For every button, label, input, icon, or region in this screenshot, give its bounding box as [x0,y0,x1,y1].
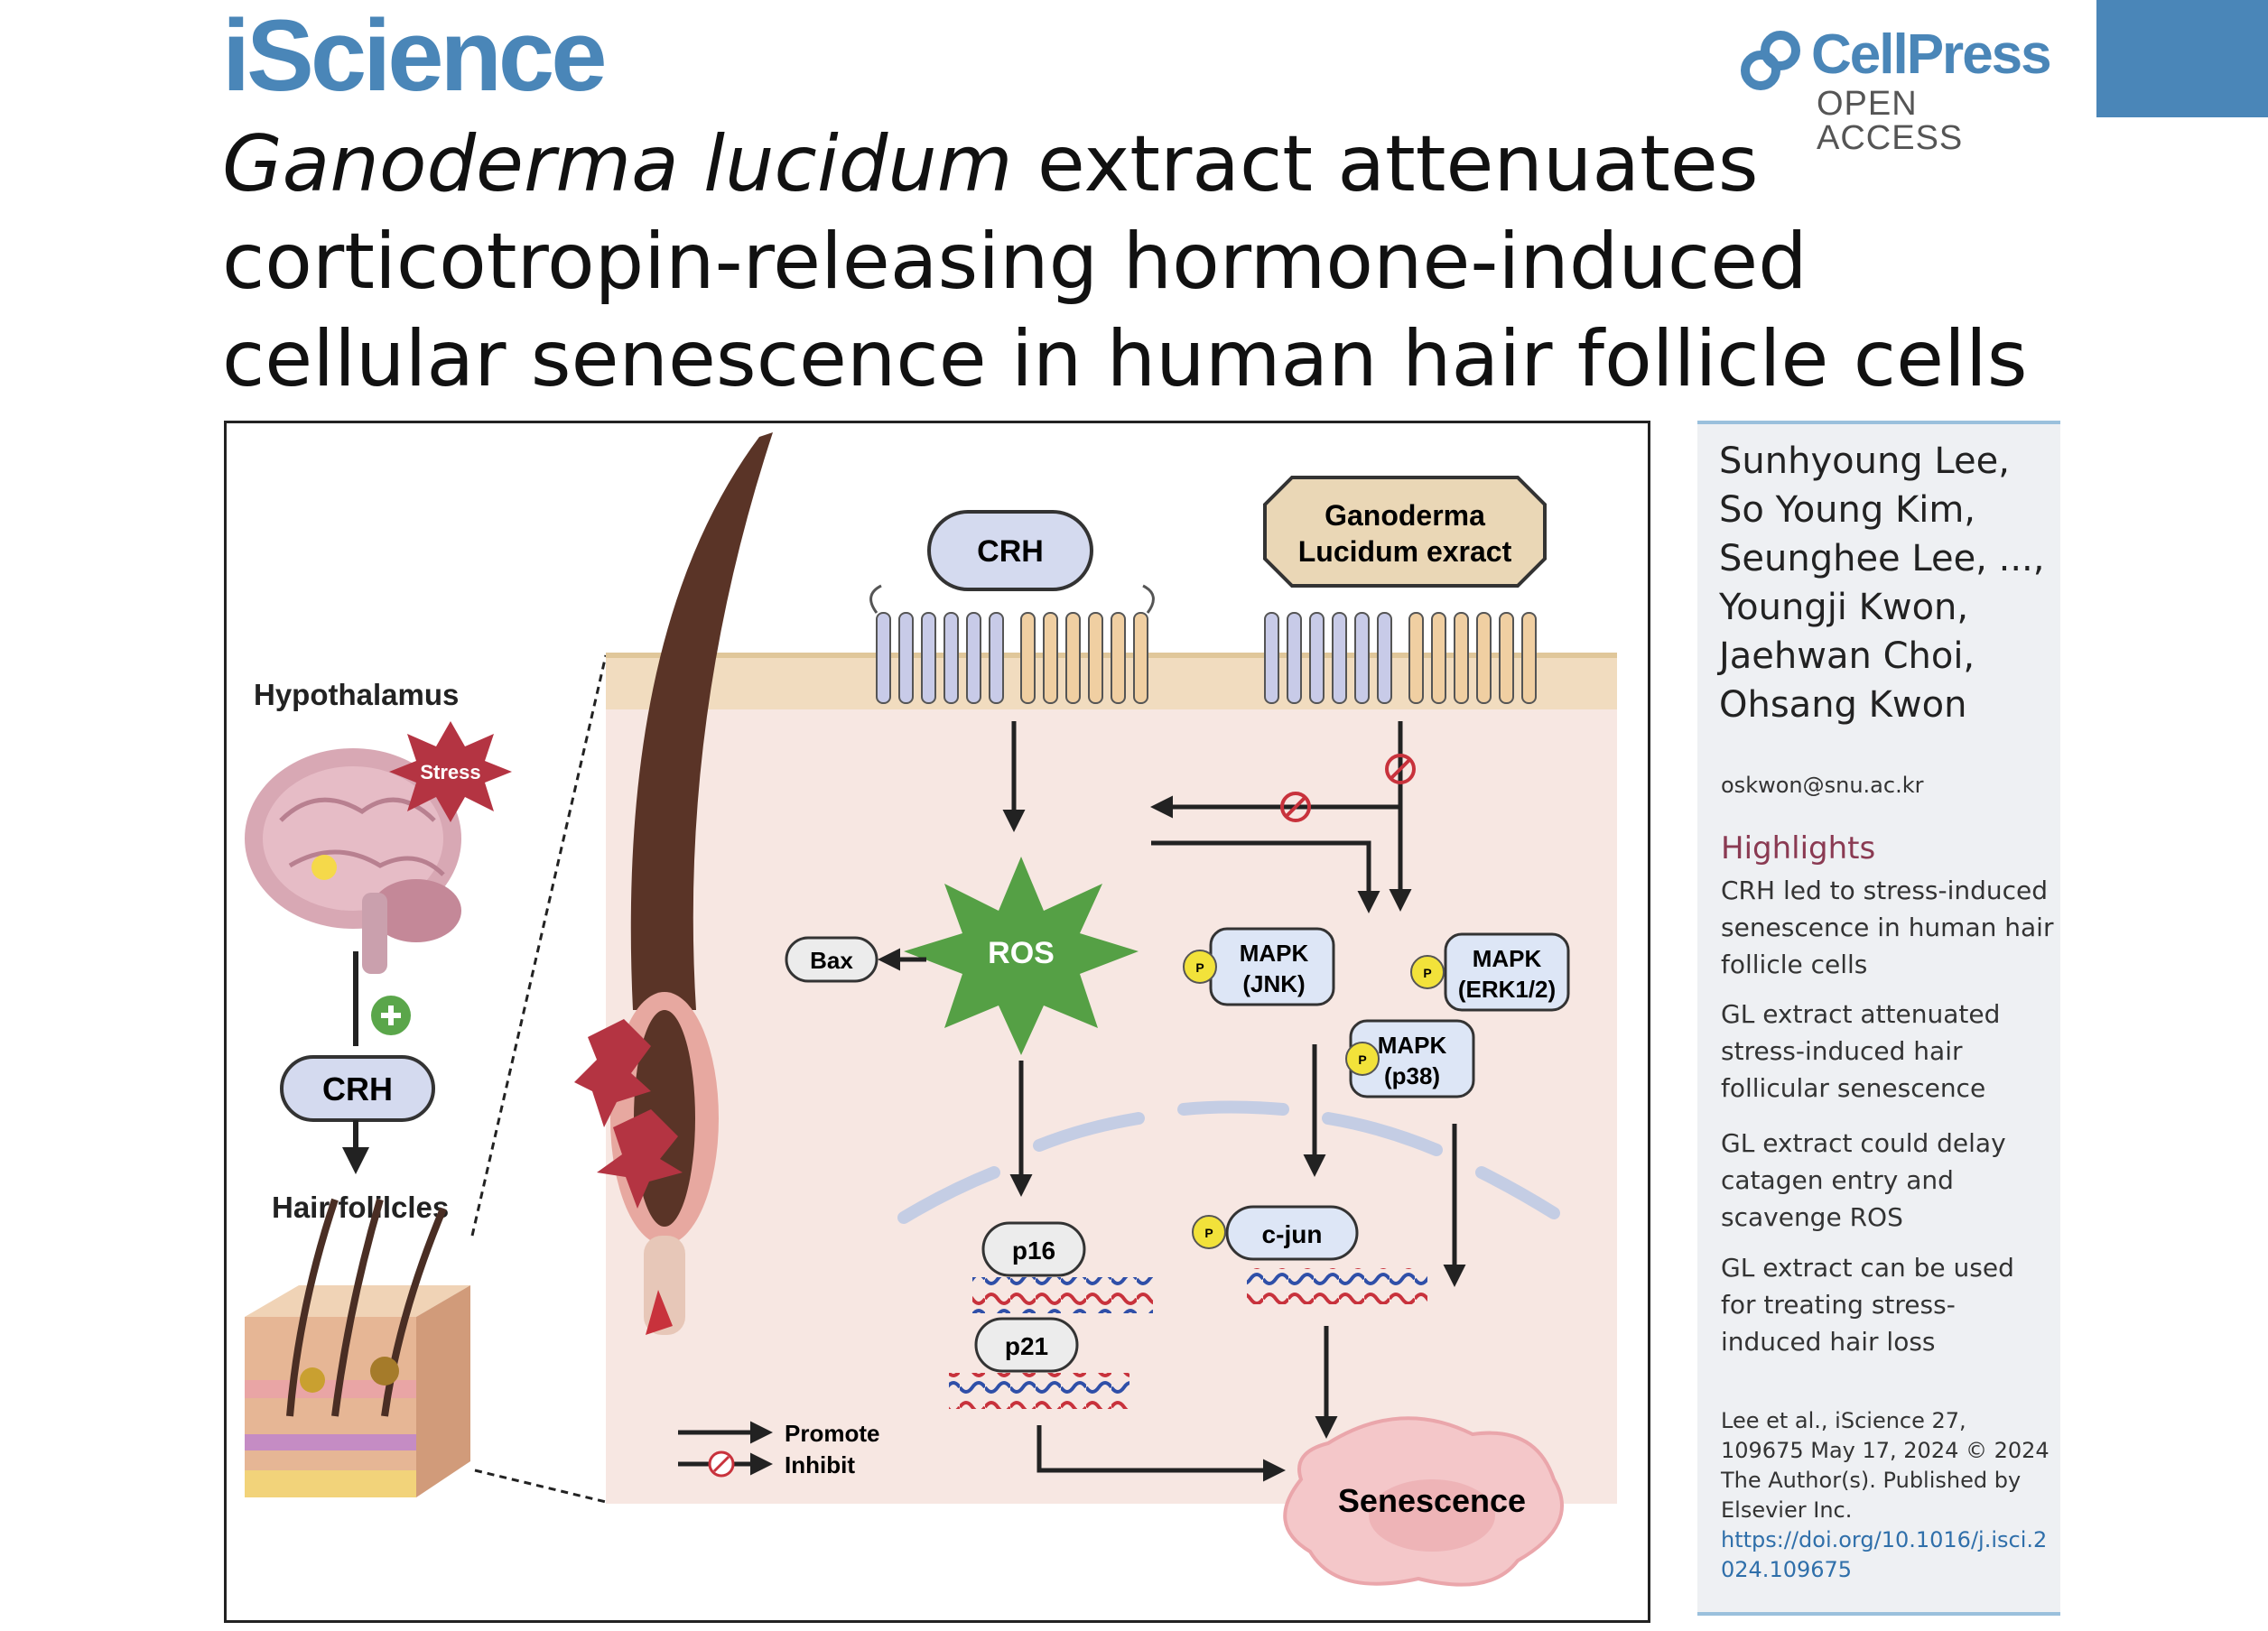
skin-block-illustration [245,1198,470,1497]
highlight-item: GL extract can be used for treating stre… [1721,1253,2014,1357]
corner-accent [2096,0,2268,117]
ros-label: ROS [988,936,1055,970]
hair-shaft [630,432,773,1010]
journal-logo: iScience [222,0,608,112]
p-badge-p38: P [1358,1052,1366,1067]
ros-star [904,857,1139,1055]
p21-node [974,1317,1079,1373]
dna-cjun [1247,1268,1427,1304]
publisher-logo: CellPress OPEN ACCESS [1741,23,2057,155]
ganoderma-label-2: Lucidum exract [1298,535,1512,568]
dna-p21 [949,1373,1129,1409]
ganoderma-ligand [1263,476,1547,588]
brain-illustration [245,748,461,974]
mapk-jnk-sub: (JNK) [1242,970,1305,997]
zoom-line-top [470,654,608,1237]
cjun-node [1225,1205,1359,1261]
open-access-label: OPEN ACCESS [1817,85,1964,157]
mapk-erk-sub: (ERK1/2) [1458,976,1556,1003]
p16-node [981,1221,1086,1277]
highlight-item: CRH led to stress-induced senescence in … [1721,876,2054,979]
p-badge-cjun: P [1204,1226,1213,1240]
cjun-label: c-jun [1262,1220,1323,1248]
plus-icon [371,996,411,1035]
mapk-jnk-title: MAPK [1240,940,1309,967]
senescence-label: Senescence [1338,1482,1526,1519]
article-title: Ganoderma lucidum extract attenuates cor… [222,116,2100,408]
bax-label: Bax [810,947,853,974]
crh-ligand [927,510,1093,591]
ganoderma-label-1: Ganoderma [1325,499,1485,532]
p-badge-erk: P [1423,966,1431,980]
hypothalamus-label: Hypothalamus [254,678,459,711]
doi-link[interactable]: https://doi.org/10.1016/j.isci.2024.1096… [1721,1527,2048,1582]
p-badge-jnk: P [1195,960,1204,975]
crh-receptor-left [869,584,1155,704]
cellpress-icon [1741,31,1800,90]
hair-follicles-label: Hair folilcles [272,1191,449,1224]
zoom-line-bottom [474,1469,607,1504]
highlight-item: GL extract attenuated stress-induced hai… [1721,999,2001,1103]
crh-top-label: CRH [977,534,1044,569]
mapk-p38-sub: (p38) [1384,1062,1440,1089]
nuclear-envelope [897,1100,1560,1224]
contact-email[interactable]: oskwon@snu.ac.kr [1721,773,1924,798]
mapk-p38-node: MAPK (p38) P [1345,1019,1475,1098]
stress-label: Stress [420,761,480,783]
legend-promote-label: Promote [785,1420,879,1447]
highlight-item: GL extract could delay catagen entry and… [1721,1128,2006,1232]
title-rest: extract attenuates corticotropin-releasi… [222,119,2028,404]
damage-star-1 [574,1019,651,1127]
p16-label: p16 [1012,1237,1055,1265]
p21-to-senescence-arrow [1036,1425,1286,1482]
title-species: Ganoderma lucidum [222,119,1013,209]
pathway-diagram: Hypothalamus Stress CRH Hair folilcles [245,432,1617,1587]
author-list: Sunhyoung Lee, So Young Kim, Seunghee Le… [1719,440,2045,726]
highlights-heading: Highlights [1721,830,1876,866]
stress-star: Stress [389,721,512,822]
gl-receptor-right [1264,612,1537,704]
info-sidebar: Sunhyoung Lee, So Young Kim, Seunghee Le… [1697,421,2060,1616]
citation: Lee et al., iScience 27, 109675 May 17, … [1721,1408,2050,1523]
ros-to-mapk-arrow [1151,840,1380,913]
crh-left-label: CRH [322,1070,393,1107]
mapk-p38-title: MAPK [1378,1032,1447,1059]
inhibit-icon-2 [1280,792,1311,822]
damage-star-2 [597,1109,683,1209]
mapk-erk-node: MAPK (ERK1/2) P [1410,932,1570,1012]
graphical-abstract: Hypothalamus Stress CRH Hair folilcles [224,421,1650,1623]
mapk-jnk-node: MAPK (JNK) P [1183,927,1335,1006]
mapk-erk-title: MAPK [1473,945,1542,972]
dna-p16 [972,1277,1153,1313]
p21-label: p21 [1005,1332,1048,1360]
bax-node [785,936,878,983]
publisher-name: CellPress [1811,23,2052,86]
legend-inhibit-label: Inhibit [785,1451,855,1478]
inhibit-icon-1 [1385,754,1416,784]
